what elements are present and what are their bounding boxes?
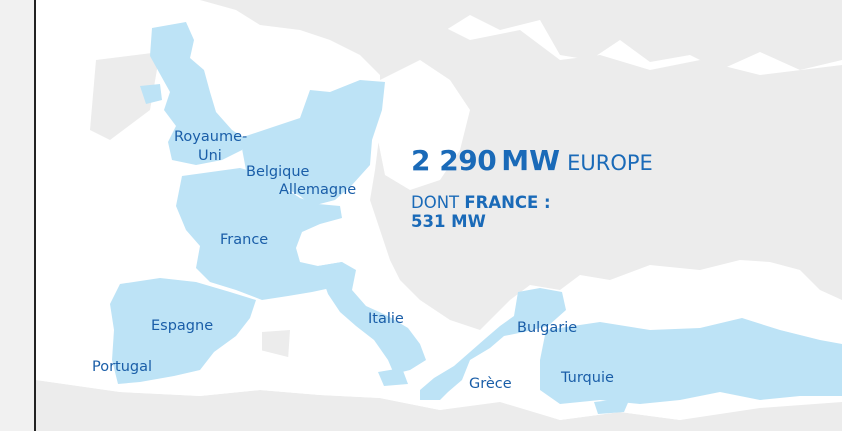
- country-labels: Royaume- Uni Belgique Allemagne France E…: [92, 129, 614, 392]
- country-shape-france: [176, 168, 352, 300]
- country-shape-sicile: [378, 368, 408, 386]
- sea-patches: [36, 60, 842, 420]
- country-shape-espagne-portugal: [110, 278, 256, 384]
- mediterranean: [36, 300, 842, 420]
- grey-land: [36, 0, 842, 431]
- country-shape-bulgarie: [420, 288, 566, 400]
- country-shape-chypre: [594, 398, 630, 414]
- left-vertical-rule: [34, 0, 36, 431]
- label-turquie: Turquie: [560, 370, 614, 386]
- headline-value: 2 290: [411, 144, 497, 177]
- subline-value: 531 MW: [411, 212, 486, 231]
- country-shape-irlande-nord: [140, 84, 162, 104]
- label-royaume-uni-line2: Uni: [198, 148, 222, 164]
- label-france: France: [220, 232, 268, 248]
- highlighted-countries: [110, 22, 842, 414]
- label-grece: Grèce: [469, 376, 512, 392]
- europe-map: Royaume- Uni Belgique Allemagne France E…: [36, 0, 842, 431]
- label-bulgarie: Bulgarie: [517, 320, 577, 336]
- land-top-band: [36, 0, 842, 75]
- subline-country: FRANCE :: [464, 193, 551, 212]
- label-belgique: Belgique: [246, 164, 310, 180]
- subline-france: DONT FRANCE : 531 MW: [411, 193, 551, 231]
- label-royaume-uni-line1: Royaume-: [174, 129, 247, 145]
- country-shape-royaume-uni: [150, 22, 244, 165]
- label-allemagne: Allemagne: [279, 182, 356, 198]
- country-shape-belgique-allemagne: [240, 80, 385, 206]
- subline-prefix: DONT: [411, 193, 460, 212]
- headline-total: 2 290 MW EUROPE: [411, 144, 653, 177]
- headline-unit: MW: [501, 144, 561, 177]
- label-italie: Italie: [368, 311, 404, 327]
- land-north-africa: [36, 380, 842, 431]
- black-sea: [565, 288, 740, 330]
- label-espagne: Espagne: [151, 318, 213, 334]
- label-portugal: Portugal: [92, 359, 152, 375]
- country-shape-italie: [318, 262, 426, 374]
- baltic-sea: [378, 60, 470, 190]
- land-iceland-like: [90, 52, 160, 140]
- left-margin-strip: [0, 0, 34, 431]
- country-shape-turquie: [540, 318, 842, 404]
- land-scandinavia-east: [370, 20, 842, 330]
- headline-region: EUROPE: [567, 151, 653, 175]
